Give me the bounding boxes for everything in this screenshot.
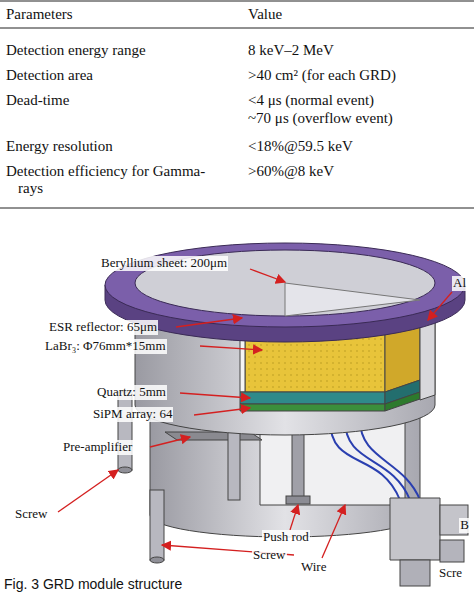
callout-label: Screw: [252, 548, 287, 563]
callout-label: ESR reflector: 65μm: [48, 320, 158, 335]
table-cell: Detection efficiency for Gamma-rays: [6, 163, 208, 198]
callout-label: B: [459, 518, 470, 533]
callout-label: Wire: [300, 560, 327, 575]
callout-label: Al: [452, 276, 467, 291]
table-header: Value: [248, 6, 282, 23]
table-cell: <18%@59.5 keV: [248, 138, 353, 155]
table-rules: [0, 1, 474, 208]
callout-label: SiPM array: 64: [92, 407, 173, 422]
table-cell: ~70 μs (overflow event): [248, 110, 393, 127]
callout-label: Push rod: [262, 530, 310, 545]
table-cell: 8 keV–2 MeV: [248, 42, 334, 59]
table-cell: Energy resolution: [6, 138, 113, 155]
leader-lines: [58, 269, 452, 558]
table-cell: >40 cm² (for each GRD): [248, 67, 396, 84]
callout-label: LaBr₃: Φ76mm*15mm: [44, 339, 167, 354]
callout-label: Scre: [438, 566, 463, 581]
table-header: Parameters: [6, 6, 73, 23]
callout-label: Screw: [14, 507, 49, 522]
table-cell: Detection area: [6, 67, 93, 84]
table-cell: <4 μs (normal event): [248, 92, 374, 109]
callout-label: Quartz: 5mm: [96, 385, 167, 400]
table-cell: >60%@8 keV: [248, 163, 334, 180]
table-cell: Detection energy range: [6, 42, 146, 59]
callout-label: Pre-amplifier: [62, 440, 133, 455]
table-cell: Dead-time: [6, 92, 69, 109]
callout-label: Beryllium sheet: 200μm: [100, 256, 228, 271]
figure-caption: Fig. 3 GRD module structure: [4, 576, 182, 592]
